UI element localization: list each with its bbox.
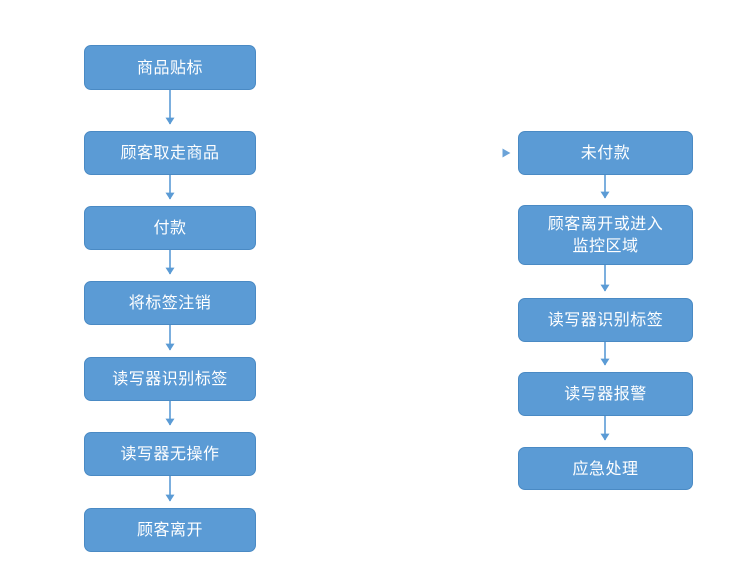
node-label: 应急处理 bbox=[572, 458, 639, 478]
node-label: 未付款 bbox=[580, 143, 631, 163]
node-付款[interactable]: 付款 bbox=[84, 206, 256, 250]
node-label: 商品贴标 bbox=[136, 57, 203, 77]
node-label: 读写器识别标签 bbox=[112, 369, 228, 389]
node-顾客取走商品[interactable]: 顾客取走商品 bbox=[84, 131, 256, 175]
node-读写器报警[interactable]: 读写器报警 bbox=[518, 372, 693, 416]
node-label: 将标签注销 bbox=[128, 293, 212, 313]
node-应急处理[interactable]: 应急处理 bbox=[518, 447, 693, 490]
node-label: 读写器报警 bbox=[564, 384, 647, 404]
node-label: 读写器识别标签 bbox=[547, 310, 664, 330]
node-label: 顾客离开 bbox=[136, 520, 203, 540]
node-商品贴标[interactable]: 商品贴标 bbox=[84, 45, 256, 90]
node-label: 顾客离开或进入 监控区域 bbox=[547, 214, 664, 255]
node-读写器识别标签-left[interactable]: 读写器识别标签 bbox=[84, 357, 256, 401]
node-label: 付款 bbox=[153, 218, 187, 238]
node-读写器识别标签-right[interactable]: 读写器识别标签 bbox=[518, 298, 693, 342]
node-将标签注销[interactable]: 将标签注销 bbox=[84, 281, 256, 325]
node-顾客离开或进入监控区域[interactable]: 顾客离开或进入 监控区域 bbox=[518, 205, 693, 265]
node-label: 读写器无操作 bbox=[120, 444, 220, 464]
node-读写器无操作[interactable]: 读写器无操作 bbox=[84, 432, 256, 476]
node-顾客离开[interactable]: 顾客离开 bbox=[84, 508, 256, 552]
node-未付款[interactable]: 未付款 bbox=[518, 131, 693, 175]
node-label: 顾客取走商品 bbox=[120, 143, 220, 163]
